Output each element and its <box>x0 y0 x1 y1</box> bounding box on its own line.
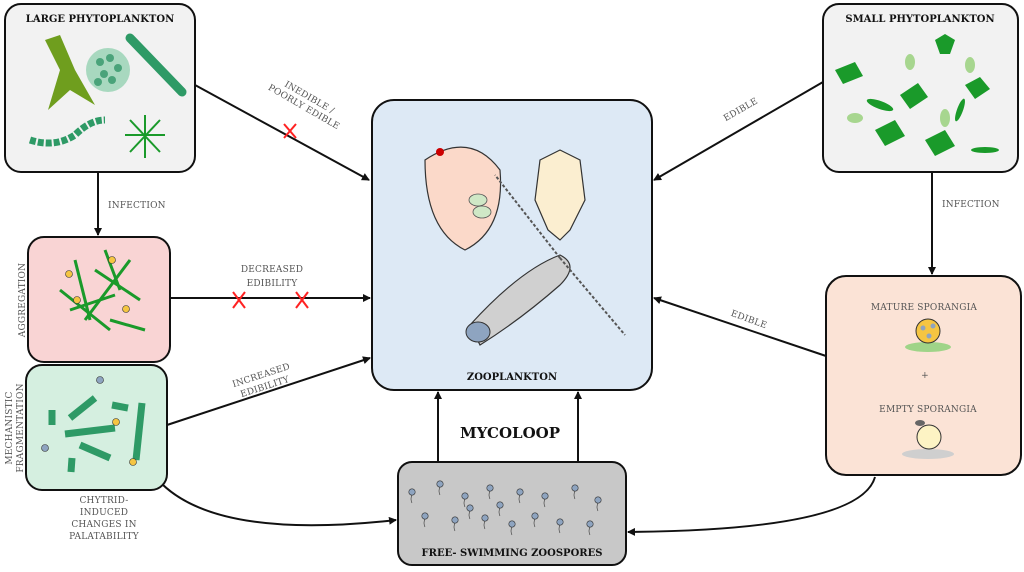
zoospore <box>451 516 459 524</box>
zoospore <box>481 514 489 522</box>
zoospore <box>571 484 579 492</box>
label-infection-right: INFECTION <box>942 200 1000 210</box>
label-decreased-edibility: EDIBILITY <box>247 279 299 289</box>
svg-text:CHYTRID-: CHYTRID- <box>79 496 128 506</box>
label-edible-sporangia: EDIBLE <box>729 309 768 331</box>
zoospore <box>541 492 549 500</box>
zooplankton-title: ZOOPLANKTON <box>467 372 557 383</box>
algae-icon <box>45 35 95 110</box>
label-decreased: DECREASED <box>241 265 303 275</box>
arrow-increased-edibility <box>166 356 371 426</box>
zoospore-icon <box>408 480 602 536</box>
zoospore <box>508 520 516 528</box>
zoospore-flagellum <box>533 518 536 528</box>
svg-text:CHANGES IN: CHANGES IN <box>71 520 136 530</box>
zoospore <box>486 484 494 492</box>
mature-sporangia-label: MATURE SPORANGIA <box>871 303 978 313</box>
zoospore-flagellum <box>573 490 576 500</box>
arrows <box>94 81 936 536</box>
zoospore <box>531 512 539 520</box>
zoospore-flagellum <box>498 507 501 517</box>
aggregation-box: AGGREGATION <box>18 236 171 363</box>
zoospore <box>516 488 524 496</box>
star-algae-icon <box>125 115 165 158</box>
filament-icon <box>125 33 187 97</box>
label-edible-small: EDIBLE <box>722 97 760 125</box>
arrow-large-to-zoo <box>194 84 370 181</box>
fragmentation-box: MECHANISTIC FRAGMENTATION <box>5 364 168 491</box>
zoospore <box>461 492 469 500</box>
aggregation-label: AGGREGATION <box>18 263 28 338</box>
zoospore <box>586 520 594 528</box>
zoospore-flagellum <box>468 510 471 520</box>
small-phytoplankton-box: SMALL PHYTOPLANKTON <box>822 3 1019 173</box>
sporangia-box: MATURE SPORANGIA + EMPTY SPORANGIA <box>825 275 1022 476</box>
zoospores-title: FREE- SWIMMING ZOOSPORES <box>422 548 603 559</box>
zoospore <box>408 488 416 496</box>
arrow-small-to-zoo <box>653 81 824 181</box>
zoospore-flagellum <box>488 490 491 500</box>
zoospore-flagellum <box>543 498 546 508</box>
label-infection-left: INFECTION <box>108 201 166 211</box>
large-phytoplankton-box: LARGE PHYTOPLANKTON <box>4 3 196 173</box>
large-phytoplankton-title: LARGE PHYTOPLANKTON <box>26 14 174 25</box>
zoospore <box>594 496 602 504</box>
zoospore-flagellum <box>463 498 466 508</box>
rotifer-icon <box>534 149 586 241</box>
zoospores-box: FREE- SWIMMING ZOOSPORES <box>397 461 627 566</box>
arrow-fragmentation-to-zoospores <box>161 483 397 527</box>
fragments-icon <box>48 395 146 473</box>
plus-sign: + <box>921 371 929 381</box>
mature-sporangium-icon <box>915 318 941 344</box>
zoospore-flagellum <box>423 518 426 528</box>
svg-text:INDUCED: INDUCED <box>80 508 128 518</box>
fragmentation-label-2: FRAGMENTATION <box>16 383 26 472</box>
zoospore-flagellum <box>518 494 521 504</box>
zoospore <box>556 518 564 526</box>
zoospore-flagellum <box>438 486 441 496</box>
zoospore-flagellum <box>510 526 513 536</box>
zoospore-flagellum <box>596 502 599 512</box>
empty-sporangium-icon <box>916 424 942 450</box>
zoospore-flagellum <box>483 520 486 530</box>
zoospore-flagellum <box>558 524 561 534</box>
arrow-sporangia-to-zoo <box>653 296 827 357</box>
small-phytoplankton-title: SMALL PHYTOPLANKTON <box>845 14 994 25</box>
zoospore <box>421 512 429 520</box>
daphnia-icon <box>424 146 502 251</box>
zooplankton-box: ZOOPLANKTON <box>371 99 653 391</box>
zoospore <box>466 504 474 512</box>
zoospore <box>496 501 504 509</box>
empty-sporangia-label: EMPTY SPORANGIA <box>879 405 977 415</box>
palatability-label: CHYTRID- INDUCED CHANGES IN PALATABILITY <box>69 496 140 542</box>
zoospore-flagellum <box>588 526 591 536</box>
blocked-x-icon <box>232 123 309 309</box>
svg-text:PALATABILITY: PALATABILITY <box>69 532 140 542</box>
zoospore-flagellum <box>410 494 413 504</box>
chain-icon <box>28 116 106 147</box>
mycoloop-title: MYCOLOOP <box>460 424 560 442</box>
zoospore-flagellum <box>453 522 456 532</box>
fragmentation-label-1: MECHANISTIC <box>5 391 15 464</box>
aggregated-filaments-icon <box>59 249 146 332</box>
arrow-sporangia-to-zoospores <box>627 476 876 536</box>
zoospore <box>436 480 444 488</box>
